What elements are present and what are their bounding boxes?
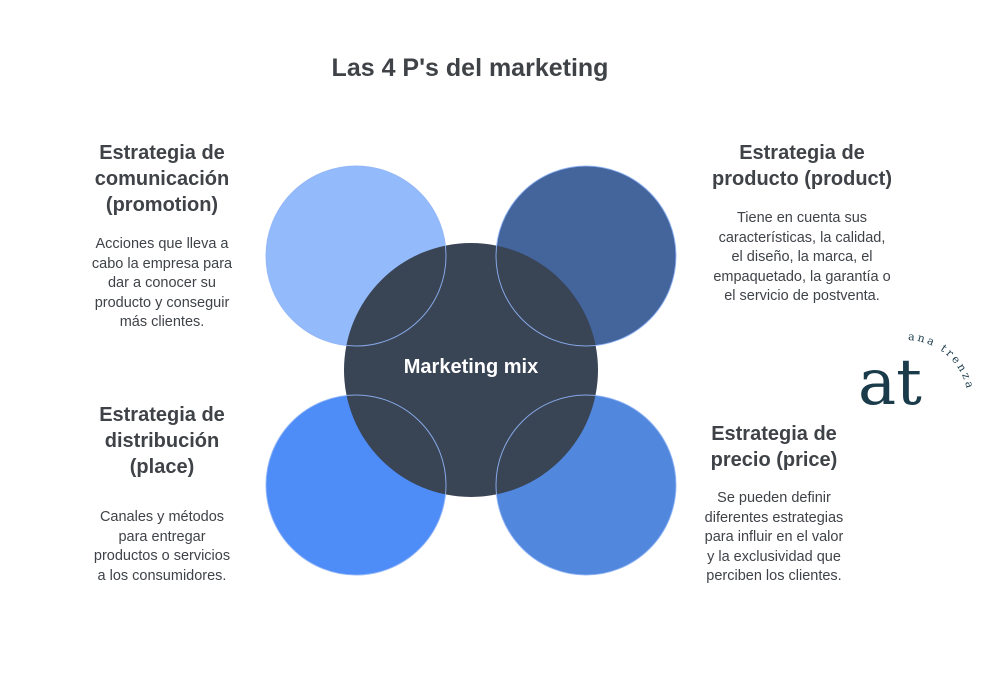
promotion-block: Estrategia de comunicación (promotion) A… — [62, 140, 262, 333]
promotion-circle-outline — [265, 165, 447, 347]
product-circle-outline — [495, 165, 677, 347]
product-description: Tiene en cuenta sus características, la … — [713, 210, 891, 304]
price-heading: Estrategia de precio (price) — [710, 423, 838, 471]
price-block: Estrategia de precio (price) Se pueden d… — [674, 421, 874, 587]
ana-trenza-logo: ana trenza at — [858, 330, 975, 420]
product-heading: Estrategia de producto (product) — [712, 142, 892, 190]
price-circle-outline — [495, 394, 677, 576]
place-heading: Estrategia de distribución (place) — [99, 404, 225, 478]
promotion-heading: Estrategia de comunicación (promotion) — [94, 142, 230, 216]
center-label: Marketing mix — [403, 356, 539, 378]
page-title: Las 4 P's del marketing — [331, 54, 609, 82]
place-block: Estrategia de distribución (place) Canal… — [62, 402, 262, 586]
place-description: Canales y métodos para entregar producto… — [93, 509, 231, 584]
price-description: Se pueden definir diferentes estrategias… — [704, 490, 844, 584]
logo-monogram: at — [858, 346, 922, 420]
marketing-mix-circle — [344, 243, 598, 497]
product-block: Estrategia de producto (product) Tiene e… — [692, 140, 912, 307]
place-circle-outline — [265, 394, 447, 576]
promotion-description: Acciones que lleva a cabo la empresa par… — [91, 236, 233, 330]
